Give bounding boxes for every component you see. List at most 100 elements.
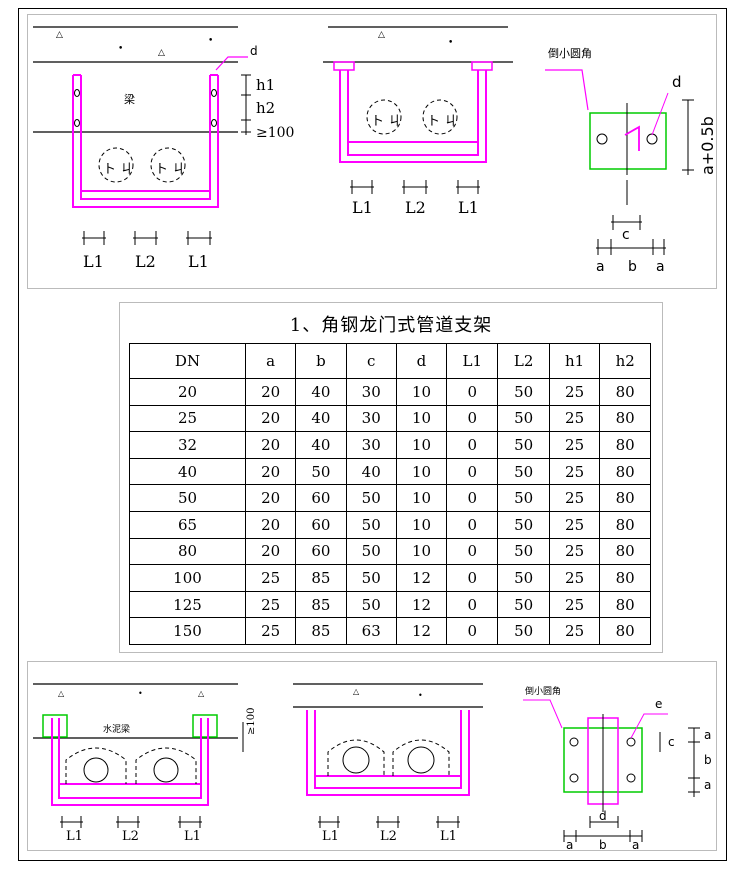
table-cell: 25	[548, 510, 601, 539]
label-d: d	[250, 44, 258, 58]
table-cell: 50	[497, 564, 550, 592]
table-cell: 80	[599, 457, 651, 486]
table-cell: 85	[295, 617, 347, 645]
table-cell: 25	[244, 564, 297, 592]
bottom-label-L1-a: L1	[66, 829, 83, 844]
table-cell: 32	[129, 431, 246, 459]
table-cell: 80	[129, 537, 246, 566]
svg-text:•: •	[448, 38, 453, 48]
label-h1: h1	[256, 76, 275, 94]
table-cell: 65	[129, 510, 246, 539]
table-cell: 0	[446, 404, 499, 433]
table-cell: 100	[129, 564, 246, 592]
bottom-label-ge100: ≥100	[246, 708, 257, 735]
col-header: L2	[497, 343, 550, 379]
table-cell: 60	[295, 510, 347, 539]
table-cell: 25	[548, 404, 601, 433]
mid-bottom-label-L1-a: L1	[322, 829, 339, 844]
label-a05b: a+0.5b	[698, 116, 717, 175]
table-cell: 40	[345, 457, 397, 486]
svg-text:ト ㄐ: ト ㄐ	[103, 162, 133, 177]
label-L1-a: L1	[83, 252, 104, 271]
svg-text:ト ㄐ: ト ㄐ	[427, 114, 457, 129]
table-cell: 0	[446, 564, 499, 592]
mid-bottom-label-L2: L2	[380, 829, 397, 844]
table-cell: 50	[345, 510, 397, 539]
table-cell: 50	[345, 537, 397, 566]
table-cell: 60	[295, 537, 347, 566]
mid-label-L1-b: L1	[458, 198, 479, 217]
col-header: h2	[599, 343, 651, 379]
table-cell: 12	[395, 617, 448, 645]
svg-text:•: •	[118, 44, 123, 54]
table-cell: 25	[548, 564, 601, 592]
table-cell: 20	[244, 510, 297, 539]
table-cell: 80	[599, 484, 651, 512]
table-cell: 0	[446, 378, 499, 406]
bottom-diagram-panel: △•△ 水泥梁 ≥100 L1 L2	[27, 661, 717, 852]
slab-view-middle: △ • L1 L2 L1	[293, 683, 483, 844]
table-cell: 50	[497, 617, 550, 645]
table-cell: 20	[244, 537, 297, 566]
table-cell: 80	[599, 378, 651, 406]
label-L1-b: L1	[188, 252, 209, 271]
label-a-left: a	[596, 259, 605, 275]
table-cell: 50	[295, 457, 347, 486]
table-cell: 50	[497, 457, 550, 486]
bottom-label-a-left: a	[566, 838, 573, 852]
table-cell: 85	[295, 590, 347, 619]
mid-bottom-label-L1-b: L1	[440, 829, 457, 844]
svg-text:△: △	[353, 687, 360, 696]
col-header: DN	[129, 343, 246, 379]
bottom-corner-label: 倒小圆角	[525, 685, 561, 697]
table-cell: 10	[395, 484, 448, 512]
bottom-label-d: d	[599, 809, 607, 823]
bottom-label-b-right: b	[704, 753, 712, 767]
table-cell: 20	[129, 378, 246, 406]
table-cell: 50	[345, 484, 397, 512]
bottom-label-c: c	[668, 735, 675, 749]
table-cell: 30	[345, 431, 397, 459]
table-cell: 0	[446, 484, 499, 512]
table-title: 1、角钢龙门式管道支架	[289, 315, 493, 336]
table-cell: 50	[345, 564, 397, 592]
label-h2: h2	[256, 99, 275, 117]
table-cell: 50	[497, 484, 550, 512]
svg-text:•: •	[418, 691, 423, 700]
top-diagram-panel: △• △• 梁 ト ㄐ ト ㄐ d	[27, 14, 717, 289]
table-cell: 50	[345, 590, 397, 619]
table-cell: 50	[129, 484, 246, 512]
table-cell: 25	[548, 484, 601, 512]
table-cell: 25	[548, 537, 601, 566]
beam-view-left: △• △• 梁 ト ㄐ ト ㄐ d	[33, 26, 294, 271]
table-cell: 25	[548, 457, 601, 486]
table-cell: 20	[244, 378, 297, 406]
plate-detail-bottom: 倒小圆角 e a b a c	[523, 685, 712, 852]
table-cell: 25	[548, 617, 601, 645]
table-cell: 12	[395, 564, 448, 592]
label-b: b	[628, 259, 637, 275]
svg-text:ト ㄐ: ト ㄐ	[371, 114, 401, 129]
beam-view-middle: △• ト ㄐ ト ㄐ L1 L2 L1	[323, 26, 513, 217]
svg-text:•: •	[208, 36, 213, 46]
svg-text:△: △	[378, 30, 385, 40]
table-cell: 50	[497, 404, 550, 433]
table-cell: 150	[129, 617, 246, 645]
svg-text:△: △	[56, 30, 63, 40]
table-cell: 20	[244, 484, 297, 512]
table-cell: 50	[497, 537, 550, 566]
label-a-right: a	[656, 259, 665, 275]
bottom-label-L2: L2	[122, 829, 139, 844]
col-header: a	[244, 343, 297, 379]
table-cell: 20	[244, 431, 297, 459]
table-cell: 30	[345, 378, 397, 406]
col-header: d	[395, 343, 448, 379]
table-cell: 10	[395, 537, 448, 566]
